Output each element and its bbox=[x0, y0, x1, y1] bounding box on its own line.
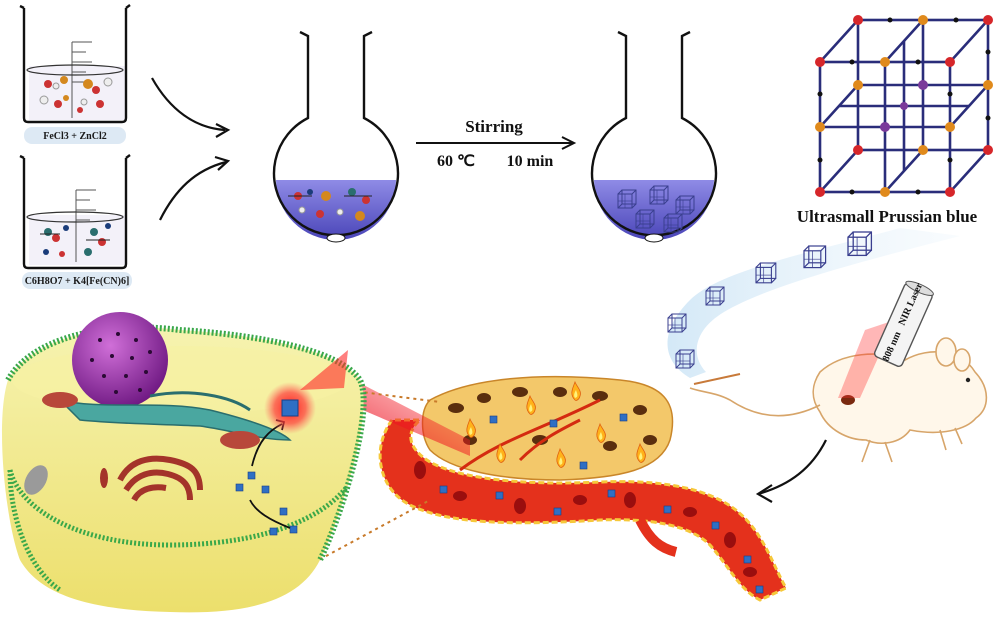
condition-time: 10 min bbox=[507, 153, 554, 170]
flask-product bbox=[590, 30, 718, 243]
beaker-top: FeCl3 + ZnCl2 bbox=[19, 4, 131, 144]
mouse bbox=[689, 337, 988, 463]
reagent-pill-top bbox=[24, 127, 126, 144]
nir-laser: 808 nm NIR Laser bbox=[838, 280, 934, 398]
blood-vessel bbox=[378, 418, 789, 602]
nucleus bbox=[72, 312, 168, 408]
reaction-arrow: Stirring 60 ℃ 10 min bbox=[416, 117, 577, 170]
lattice-nodes bbox=[815, 15, 993, 197]
molecules-top bbox=[39, 76, 113, 113]
reagent-label-top: FeCl3 + ZnCl2 bbox=[43, 131, 106, 142]
molecules-flask1 bbox=[288, 188, 372, 221]
merge-arrows bbox=[151, 77, 231, 221]
reagent-label-bottom: C6H8O7 + K4[Fe(CN)6] bbox=[25, 276, 130, 287]
nanoparticle-stream bbox=[667, 228, 960, 378]
molecules-bottom bbox=[40, 223, 111, 257]
condition-temperature: 60 ℃ bbox=[437, 153, 475, 170]
tumor-tissue bbox=[421, 375, 674, 481]
injection-arrow bbox=[755, 439, 827, 503]
syringe bbox=[693, 373, 741, 385]
flask-reactants bbox=[272, 30, 400, 243]
zoom-lines bbox=[251, 387, 441, 597]
condition-stirring: Stirring bbox=[465, 117, 523, 136]
reagent-pill-bottom bbox=[22, 272, 132, 289]
beaker-bottom: C6H8O7 + K4[Fe(CN)6] bbox=[19, 154, 132, 289]
cell bbox=[1, 312, 367, 613]
product-label: Ultrasmall Prussian blue bbox=[797, 207, 978, 226]
